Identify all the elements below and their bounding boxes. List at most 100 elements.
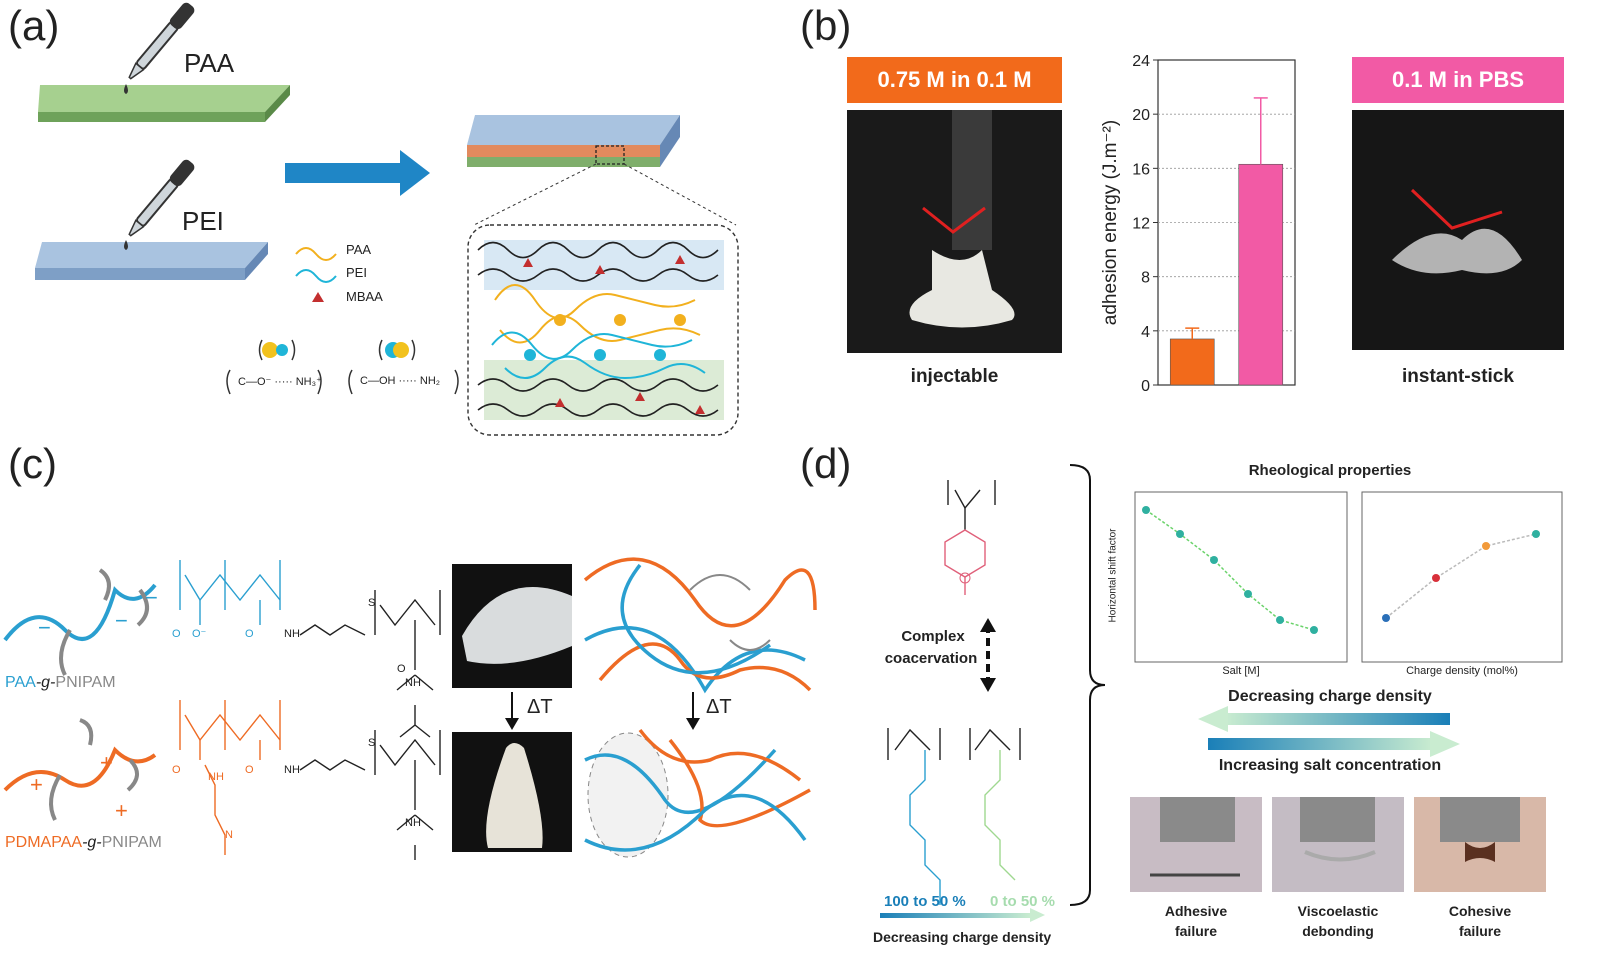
svg-text:O⁻: O⁻	[192, 628, 207, 640]
legend-paa: PAA	[346, 242, 372, 257]
svg-text:O: O	[172, 764, 181, 776]
network-before	[583, 557, 817, 694]
bottom-charge-label: Decreasing charge density	[873, 929, 1052, 945]
chem-motif-left	[226, 339, 322, 395]
panel-label-a: (a)	[8, 2, 60, 49]
structure-bottom	[179, 700, 441, 860]
gradient-arrow-left-icon	[1198, 706, 1450, 732]
bar	[1169, 338, 1215, 386]
svg-text:−: −	[115, 608, 128, 633]
photo-instant-stick	[1352, 110, 1564, 350]
panel-a-illustration	[35, 2, 739, 436]
y-tick-label: 4	[1141, 324, 1150, 341]
shift-factor-plot-charge	[1361, 491, 1563, 663]
y-tick-label: 24	[1132, 53, 1150, 70]
badge-right: 0.1 M in PBS	[1352, 57, 1564, 103]
polymer-name-bottom-graft: -g-	[82, 834, 102, 851]
failure-label-cohesive: Cohesive failure	[1414, 901, 1546, 941]
y-tick-label: 8	[1141, 270, 1150, 287]
label-pei-drop: PEI	[182, 206, 224, 236]
arrow-top-label: Decreasing charge density	[1228, 688, 1432, 705]
pipette-icon	[128, 159, 195, 237]
panel-label-c: (c)	[8, 440, 57, 487]
svg-text:S: S	[368, 597, 375, 609]
svg-text:NH: NH	[405, 677, 421, 689]
photo-injectable	[847, 110, 1062, 353]
svg-text:+: +	[100, 750, 113, 775]
range-right: 0 to 50 %	[990, 893, 1056, 910]
brace	[1069, 464, 1106, 906]
panel-label-b: (b)	[800, 2, 852, 49]
y-tick-label: 20	[1132, 107, 1150, 124]
complex-coacervation-line2: coacervation	[884, 650, 978, 667]
chem-motif-right	[348, 339, 459, 395]
polymer-name-top-backbone: PAA	[5, 674, 36, 691]
svg-text:O: O	[172, 628, 181, 640]
failure-label-adhesive: Adhesive failure	[1130, 901, 1262, 941]
plot1-ylabel: Horizontal shift factor	[1107, 528, 1119, 623]
polymer-name-bottom-backbone: PDMAPAA	[5, 834, 83, 851]
svg-text:−: −	[38, 615, 51, 640]
polymer-name-bottom: PDMAPAA-g-PNIPAM	[5, 834, 162, 852]
arrow-bottom-label: Increasing salt concentration	[1218, 757, 1442, 774]
failure-label-adhesive-l1: Adhesive	[1164, 903, 1228, 919]
svg-text:NH: NH	[208, 771, 224, 783]
caption-instant-stick: instant-stick	[1402, 366, 1514, 387]
badge-left: 0.75 M in 0.1 M	[847, 57, 1062, 103]
svg-text:NH: NH	[284, 628, 300, 640]
structure-top	[179, 560, 441, 738]
y-tick-label: 12	[1132, 216, 1150, 233]
failure-photo-cohesive	[1414, 797, 1546, 892]
pipette-icon	[128, 2, 195, 80]
legend-mbaa: MBAA	[346, 289, 383, 304]
svg-text:O: O	[245, 764, 254, 776]
svg-text:+: +	[115, 798, 128, 823]
shift-factor-plot-salt	[1134, 491, 1348, 663]
polymer-name-top: PAA-g-PNIPAM	[5, 674, 116, 692]
failure-label-viscoelastic: Viscoelastic debonding	[1272, 901, 1404, 941]
svg-text:N: N	[225, 829, 233, 841]
polymer-sketch-top: − − −	[3, 568, 158, 676]
failure-label-viscoelastic-l1: Viscoelastic	[1297, 903, 1379, 919]
failure-photo-adhesive	[1130, 797, 1262, 892]
polymer-name-bottom-pnipam: PNIPAM	[101, 834, 162, 851]
vial-photo-top	[452, 564, 572, 688]
svg-text:O: O	[397, 663, 406, 675]
delta-t-left: ΔT	[527, 696, 553, 718]
failure-label-cohesive-l2: failure	[1458, 923, 1501, 939]
down-arrow-icon	[505, 692, 519, 730]
chem-label-left: C—O⁻ ····· NH₃⁺	[238, 376, 322, 388]
bar	[1238, 163, 1284, 386]
polymer-name-top-pnipam: PNIPAM	[55, 674, 116, 691]
blue-slab	[35, 242, 268, 280]
polymer-sketch-bottom: + + +	[3, 718, 157, 823]
down-arrow-icon	[686, 692, 700, 730]
svg-text:−: −	[145, 585, 158, 610]
failure-label-viscoelastic-l2: debonding	[1302, 923, 1374, 939]
complex-coacervation-line1: Complex	[901, 628, 965, 645]
layered-slab	[467, 115, 737, 226]
plot1-xlabel: Salt [M]	[1222, 665, 1260, 677]
gradient-arrow-right-icon	[1208, 731, 1460, 757]
green-slab	[38, 85, 290, 122]
dashed-double-arrow-icon	[980, 618, 996, 692]
svg-text:NH: NH	[284, 764, 300, 776]
legend-pei: PEI	[346, 265, 367, 280]
rheo-title: Rheological properties	[1248, 462, 1412, 479]
network-after	[584, 728, 811, 858]
failure-photo-viscoelastic	[1272, 797, 1404, 892]
svg-text:+: +	[30, 772, 43, 797]
vial-photo-bottom	[452, 732, 572, 852]
legend	[295, 247, 337, 302]
svg-text:S: S	[368, 737, 375, 749]
network-zoom	[467, 224, 739, 436]
panel-c-illustration: − − − + + + O O⁻ O NH S NH O	[3, 557, 817, 860]
delta-t-right: ΔT	[706, 696, 732, 718]
panel-label-d: (d)	[800, 440, 852, 487]
plot2-xlabel: Charge density (mol%)	[1406, 665, 1518, 677]
svg-text:O: O	[245, 628, 254, 640]
copolymer-structure	[887, 728, 1021, 905]
pyridinium-structure	[944, 480, 996, 595]
y-axis-label: adhesion energy (J.m⁻²)	[1100, 120, 1121, 325]
